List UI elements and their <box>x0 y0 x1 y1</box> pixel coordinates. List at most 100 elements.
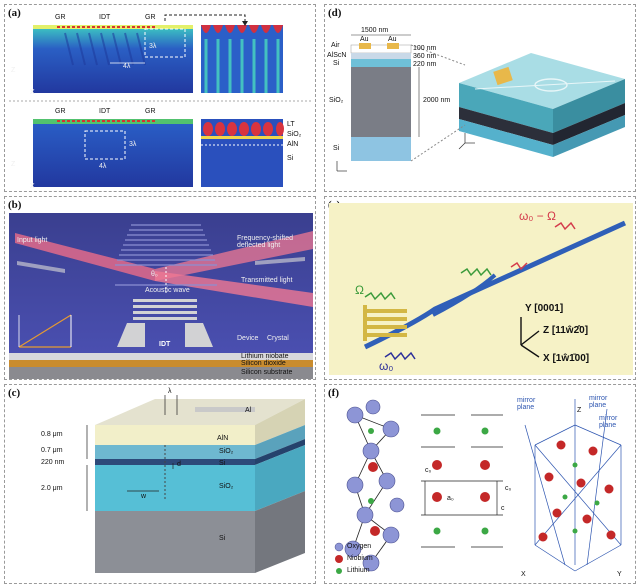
c-layer-aln: AlN <box>217 435 229 442</box>
panel-b-figure <box>9 213 313 379</box>
d-electrode-2: Au <box>388 36 397 43</box>
a-top-four-lambda: 4λ <box>123 63 131 70</box>
d-layer-alscn: AlScN <box>327 52 347 59</box>
a-layer-sio2: SiO₂ <box>287 131 302 138</box>
a-layer-aln: AlN <box>287 141 299 148</box>
d-layer-si-top: Si <box>333 60 340 67</box>
f-dim-c0: c₀ <box>425 467 432 474</box>
panel-c-label: (c) <box>8 387 21 399</box>
panel-d-figure <box>336 34 625 172</box>
c-layer-sio2-top: SiO₂ <box>219 448 234 455</box>
idt-electrodes <box>117 299 213 347</box>
e-axis-z: Z [11ŵ2̂0] <box>543 325 589 336</box>
b-transmitted-light: Transmitted light <box>241 277 293 284</box>
c-dim-lambda: λ <box>168 388 172 395</box>
f-axis-y: Y <box>617 571 622 578</box>
f-axis-z: Z <box>577 407 582 414</box>
b-device: Device <box>237 335 259 342</box>
panel-d-label: (d) <box>328 7 342 19</box>
b-angle: θ₀ <box>151 271 158 278</box>
f-legend-lithium: Lithium <box>347 567 370 574</box>
a-top-gr-left: GR <box>55 14 66 21</box>
f-plane-1: mirror plane <box>517 397 536 411</box>
a-layer-lt: LT <box>287 121 295 128</box>
c-thick-1: 0.7 μm <box>41 447 63 454</box>
b-acoustic-wave: Acoustic wave <box>145 287 190 294</box>
panel-d: (d) 1500 nm Au Au Air AlScN Si SiO₂ Si 1… <box>324 4 636 192</box>
panel-c-figure <box>86 395 305 573</box>
d-thick-100: 100 nm <box>413 45 437 52</box>
e-freq-bottom: ω₀ <box>379 359 394 373</box>
b-crystal: Crystal <box>267 335 289 342</box>
b-layer-si: Silicon substrate <box>241 369 293 376</box>
e-freq-acoustic: Ω <box>355 283 364 297</box>
deflected-beam <box>155 231 313 281</box>
c-layer-si: Si <box>219 535 226 542</box>
panel-f: (f) <box>324 384 636 584</box>
b-shifted-light: Frequency-shifted deflected light <box>237 235 294 249</box>
f-axis-x: X <box>521 571 526 578</box>
sim-bottom-left <box>33 119 193 187</box>
d-thick-220: 220 nm <box>413 61 437 68</box>
a-top-idt: IDT <box>99 14 111 21</box>
a-axis-x-bot: X <box>30 183 35 190</box>
d-layer-air: Air <box>331 42 340 49</box>
a-axis-z-top: Z <box>11 67 16 74</box>
a-top-gr-right: GR <box>145 14 156 21</box>
waveguide <box>363 220 627 350</box>
panel-b: (b) <box>4 196 316 380</box>
panel-a-label: (a) <box>8 7 21 19</box>
d-electrode-1: Au <box>360 36 369 43</box>
f-dim-c: c <box>501 505 505 512</box>
transmitted-beam <box>155 271 313 307</box>
f-dim-a0: a₀ <box>447 495 454 502</box>
a-axis-z-bot: Z <box>11 161 16 168</box>
d-thick-2000: 2000 nm <box>423 97 451 104</box>
b-layer-ln: Lithium niobate <box>241 353 289 360</box>
d-layer-sio2: SiO₂ <box>329 97 344 104</box>
a-bot-gr-right: GR <box>145 108 156 115</box>
d-thick-360: 360 nm <box>413 53 437 60</box>
oxygen-atoms <box>344 399 405 572</box>
e-freq-top: ω₀ − Ω <box>519 209 556 223</box>
b-layer-sio2: Silicon dioxide <box>241 360 286 367</box>
b-input-light: Input light <box>17 237 48 244</box>
e-axis-y: Y [0001] <box>525 303 564 314</box>
panel-f-label: (f) <box>328 387 339 399</box>
f-legend-oxygen: Oxygen <box>347 543 372 550</box>
f-legend-niobium: Niobium <box>347 555 373 562</box>
d-width: 1500 nm <box>361 27 389 34</box>
a-bot-four-lambda: 4λ <box>99 163 107 170</box>
panel-b-label: (b) <box>8 199 22 211</box>
f-plane-3: mirror plane <box>599 415 618 429</box>
panel-a: (a) <box>4 4 316 192</box>
a-bot-idt: IDT <box>99 108 111 115</box>
hex-cell <box>524 399 622 572</box>
c-dim-d: d <box>177 461 181 468</box>
c-layer-al: Al <box>245 407 252 414</box>
c-layer-si-top: Si <box>219 460 226 467</box>
c-layer-sio2: SiO₂ <box>219 483 234 490</box>
a-layer-si: Si <box>287 155 294 162</box>
b-idt: IDT <box>159 341 171 348</box>
input-beam <box>15 233 155 281</box>
a-top-three-lambda: 3λ <box>149 43 157 50</box>
a-bot-three-lambda: 3λ <box>129 141 137 148</box>
c-dim-w: w <box>141 493 147 500</box>
panel-f-figure <box>334 399 622 574</box>
d-layer-si-bottom: Si <box>333 145 340 152</box>
f-plane-2: mirror plane <box>589 395 608 409</box>
panel-c: (c) 0.8 μm 0.7 μm 220 nm 2.0 μm Al AlN S… <box>4 384 316 584</box>
c-thick-0: 0.8 μm <box>41 431 63 438</box>
chip-top <box>459 53 625 109</box>
idt <box>363 305 407 341</box>
a-axis-x-top: X <box>30 89 35 96</box>
a-bot-gr-left: GR <box>55 108 66 115</box>
c-thick-2: 220 nm <box>41 459 65 466</box>
f-dim-c1: c₀ <box>505 485 512 492</box>
c-thick-3: 2.0 μm <box>41 485 63 492</box>
e-axis-x: X [1ŵ1̄00] <box>543 353 590 364</box>
panel-a-figure <box>9 14 313 188</box>
panel-e: (e) ω₀ − Ω Ω ω₀ Y [0001] Z [11ŵ2̂0] X [1… <box>324 196 636 380</box>
panel-e-figure <box>329 203 633 375</box>
